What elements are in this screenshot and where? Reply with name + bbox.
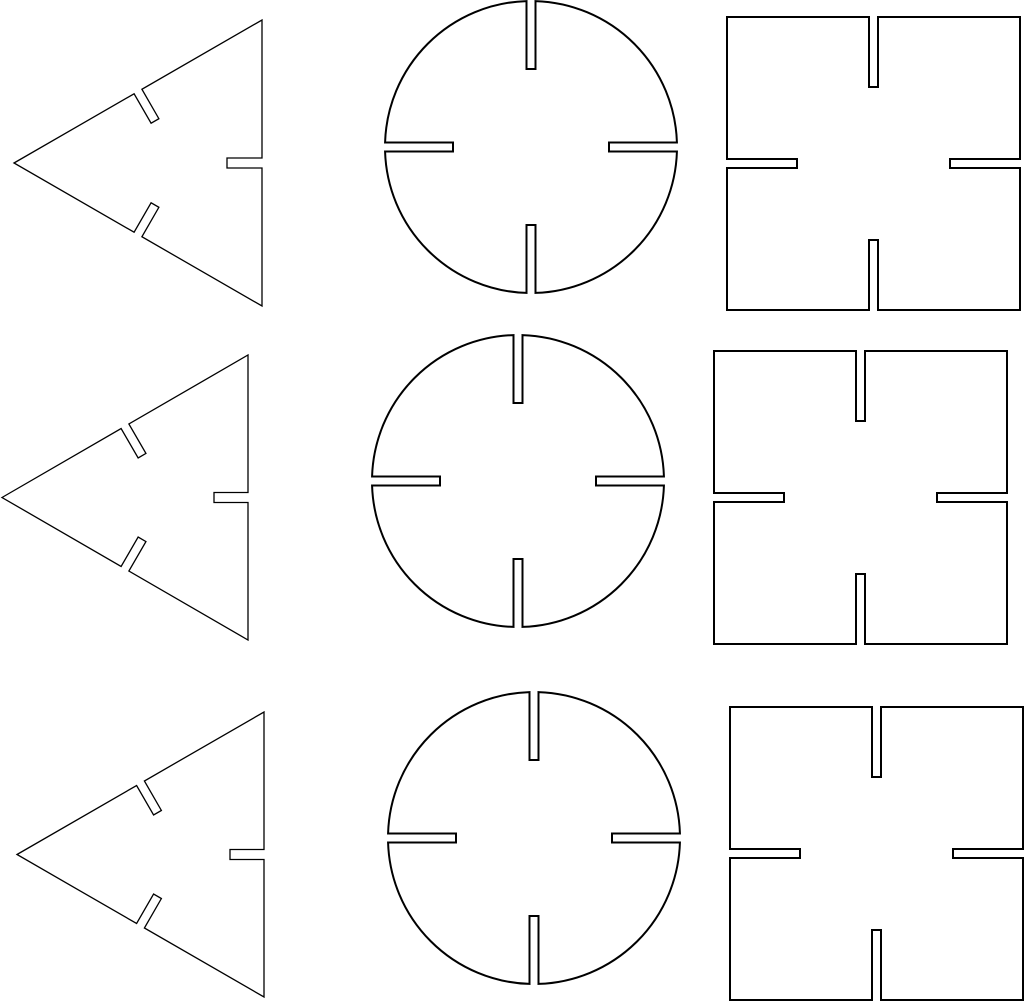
square-piece <box>713 350 1008 645</box>
square-piece <box>726 16 1021 311</box>
shape-row-2 <box>0 334 1008 645</box>
circle-piece <box>384 0 678 294</box>
circle-piece <box>387 691 681 985</box>
shape-row-1 <box>12 0 1021 311</box>
square-piece <box>729 706 1024 1001</box>
shape-row-3 <box>15 691 1024 1001</box>
triangle-piece <box>12 18 263 308</box>
triangle-piece <box>15 710 265 999</box>
triangle-piece <box>0 353 249 642</box>
circle-piece <box>371 334 665 628</box>
